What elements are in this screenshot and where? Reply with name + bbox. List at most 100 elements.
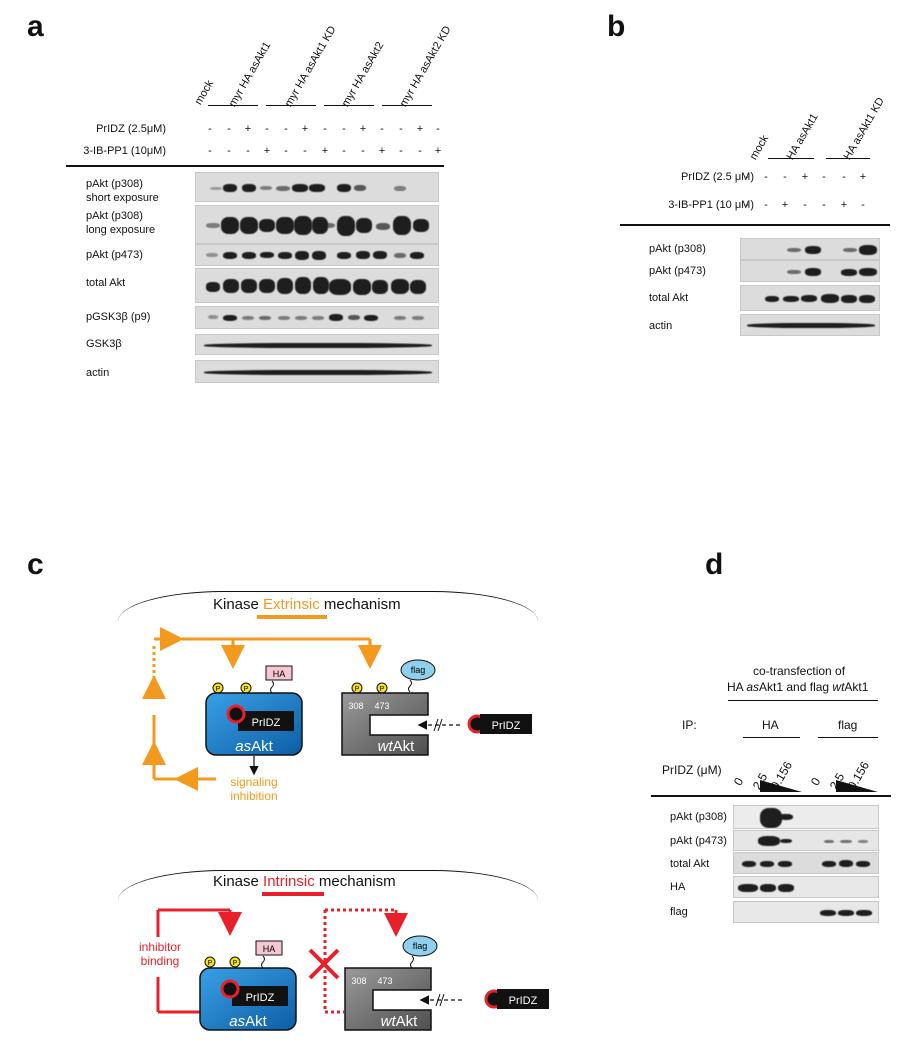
blot-image xyxy=(740,314,880,336)
treatment-sign: + xyxy=(416,123,424,135)
blot-image xyxy=(195,360,439,383)
treatment-sign: - xyxy=(227,123,231,135)
group-line xyxy=(266,105,316,106)
svg-text:HA: HA xyxy=(273,669,286,679)
treatment-sign: - xyxy=(284,123,288,135)
prIDZ-dose-label: PrIDZ (μM) xyxy=(662,763,722,777)
intrinsic-title: Kinase Intrinsic mechanism xyxy=(213,873,396,890)
extrinsic-title: Kinase Extrinsic mechanism xyxy=(213,596,401,613)
treatment-sign: - xyxy=(745,171,749,183)
treatment-sign: - xyxy=(764,171,768,183)
group-line xyxy=(208,105,258,106)
treatment-sign: + xyxy=(359,123,367,135)
treatment-sign: - xyxy=(803,199,807,211)
arc xyxy=(118,591,538,652)
blot-label: pAkt (p308) xyxy=(670,811,727,823)
block-x-icon xyxy=(308,948,340,980)
treatment-sign: - xyxy=(342,123,346,135)
group-line xyxy=(743,737,800,738)
treatment-sign: - xyxy=(303,145,307,157)
lane-label-ha-asakt1-kd: HA asAkt1 KD xyxy=(841,95,887,162)
treatment-label-prIDZ: PrIDZ (2.5 μM) xyxy=(681,171,754,183)
svg-text:308: 308 xyxy=(348,701,363,711)
blot-label: flag xyxy=(670,906,688,918)
treatment-sign: - xyxy=(436,123,440,135)
group-line xyxy=(826,158,870,159)
svg-text:473: 473 xyxy=(377,976,392,986)
blot-image xyxy=(195,244,439,266)
blot-label: pAkt (p473) xyxy=(649,265,706,277)
svg-text:PrIDZ: PrIDZ xyxy=(492,720,521,732)
svg-text:P: P xyxy=(380,686,385,693)
treatment-sign: + xyxy=(263,145,271,157)
blot-label: total Akt xyxy=(670,858,710,870)
svg-text:P: P xyxy=(208,960,213,967)
treatment-sign: + xyxy=(244,123,252,135)
blot-label: pAkt (p308) xyxy=(649,243,706,255)
treatment-sign: - xyxy=(861,199,865,211)
blot-label: actin xyxy=(649,320,673,332)
svg-text:PrIDZ: PrIDZ xyxy=(252,717,281,729)
blot-image xyxy=(733,876,879,898)
dose-wedges xyxy=(760,780,878,792)
group-line xyxy=(382,105,432,106)
treatment-sign: - xyxy=(399,123,403,135)
panel-label-c: c xyxy=(27,548,44,581)
svg-text:inhibition: inhibition xyxy=(230,789,277,803)
treatment-sign: - xyxy=(265,123,269,135)
blot-label: long exposure xyxy=(86,224,156,236)
ip-group-ha: HA xyxy=(762,718,779,732)
blot-image xyxy=(740,238,880,260)
panel-label-a: a xyxy=(27,10,44,43)
treatment-sign: + xyxy=(781,199,789,211)
cotransfection-line-2: HA asAkt1 and flag wtAkt1 xyxy=(727,680,869,694)
blot-label: actin xyxy=(86,367,110,379)
treatment-sign: + xyxy=(378,145,386,157)
mechanism-diagram: P P HA PrIDZ asAkt signaling inhibition … xyxy=(139,627,549,1031)
treatment-sign: - xyxy=(418,145,422,157)
blot-label: pAkt (p308) xyxy=(86,178,143,190)
blot-image xyxy=(733,830,879,851)
treatment-sign: - xyxy=(361,145,365,157)
blot-label: GSK3β xyxy=(86,338,122,350)
group-line xyxy=(324,105,374,106)
lane-label-myr-asakt2: myr HA asAkt2 xyxy=(339,39,387,109)
blot-image xyxy=(733,901,879,923)
divider xyxy=(66,165,444,167)
group-line xyxy=(728,700,878,701)
svg-text:P: P xyxy=(355,686,360,693)
blot-image xyxy=(740,285,880,311)
treatment-sign: - xyxy=(783,171,787,183)
group-line xyxy=(818,737,878,738)
treatment-sign: + xyxy=(434,145,442,157)
divider xyxy=(620,224,890,226)
svg-text:asAkt: asAkt xyxy=(235,738,273,755)
arc xyxy=(118,870,538,931)
svg-text:wtAkt: wtAkt xyxy=(378,738,416,755)
treatment-label-prIDZ: PrIDZ (2.5μM) xyxy=(96,123,166,135)
treatment-sign: + xyxy=(301,123,309,135)
lane-label-myr-asakt1-kd: myr HA asAkt1 KD xyxy=(282,24,339,109)
ip-label: IP: xyxy=(682,718,697,732)
panel-label-d: d xyxy=(705,548,724,581)
svg-text:asAkt: asAkt xyxy=(229,1013,267,1030)
blot-label: HA xyxy=(670,881,686,893)
svg-text:flag: flag xyxy=(411,665,426,675)
ip-group-flag: flag xyxy=(838,718,858,732)
treatment-sign: + xyxy=(840,199,848,211)
divider xyxy=(651,795,891,797)
treatment-label-3ibpp1: 3-IB-PP1 (10μM) xyxy=(83,145,166,157)
treatment-sign: - xyxy=(380,123,384,135)
blot-image xyxy=(195,205,439,244)
treatment-sign: + xyxy=(801,171,809,183)
blot-image xyxy=(195,334,439,355)
blot-label: short exposure xyxy=(86,192,159,204)
blot-label: pAkt (p473) xyxy=(86,249,143,261)
wt-akt-intrinsic: 308 473 flag wtAkt PrIDZ xyxy=(344,935,549,1031)
as-akt-intrinsic: P P HA PrIDZ asAkt xyxy=(199,940,297,1031)
treatment-sign: + xyxy=(321,145,329,157)
treatment-sign: - xyxy=(208,123,212,135)
group-line xyxy=(768,158,814,159)
blot-label: pAkt (p308) xyxy=(86,210,143,222)
treatment-sign: - xyxy=(822,171,826,183)
